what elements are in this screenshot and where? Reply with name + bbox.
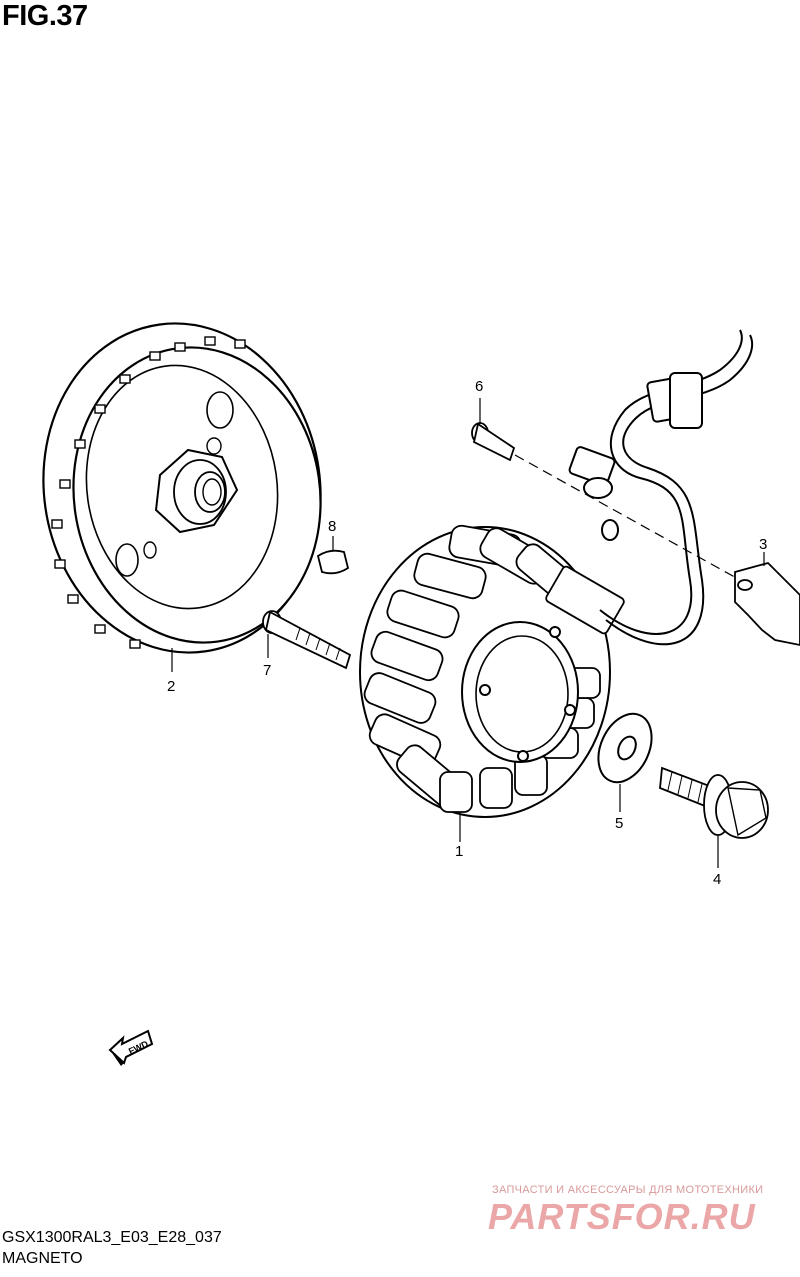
model-code: GSX1300RAL3_E03_E28_037 [2,1229,222,1246]
callout-7: 7 [263,662,271,679]
callout-3: 3 [759,536,767,553]
stator-part [359,524,625,818]
bolt-part [262,610,352,670]
clamp-part [734,561,800,646]
callout-2: 2 [167,678,175,695]
callout-5: 5 [615,815,623,832]
assembly-axis-line [514,454,741,581]
flange-bolt-part [659,766,769,839]
fwd-arrow: FWD [108,1029,154,1066]
callout-6: 6 [475,378,483,395]
watermark-logo: PARTSFOR.RU [488,1196,756,1237]
callout-8: 8 [328,518,336,535]
rotor-part [42,322,322,654]
callout-1: 1 [455,843,463,860]
callout-4: 4 [713,871,721,888]
wiring-harness [568,329,754,646]
key-part [316,549,350,575]
figure-title: FIG.37 [2,0,88,32]
screw-part [471,422,516,462]
washer-part [597,712,653,784]
watermark-tagline: ЗАПЧАСТИ И АКСЕССУАРЫ ДЛЯ МОТОТЕХНИКИ [492,1184,764,1196]
group-name: MAGNETO [2,1250,83,1267]
